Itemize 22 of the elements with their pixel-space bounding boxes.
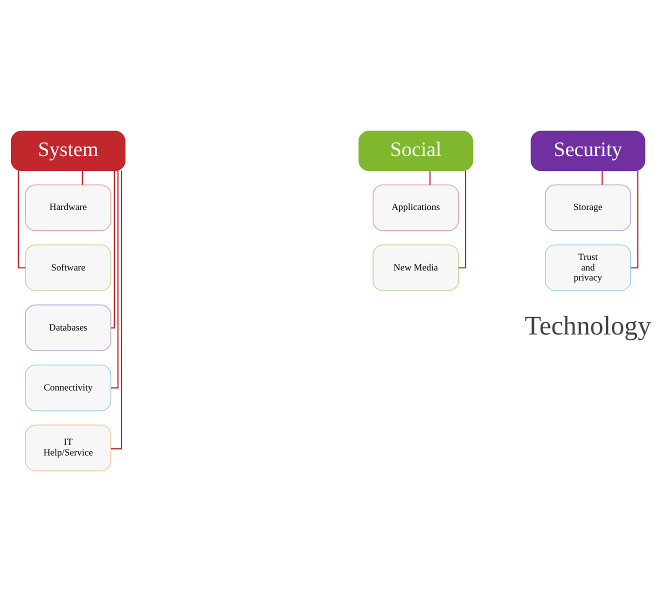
connector (110, 170, 122, 449)
connector (630, 170, 638, 268)
node-box: Social (358, 130, 474, 171)
connector (458, 170, 466, 268)
label: Technology (524, 310, 652, 340)
node-box: Storage (544, 184, 632, 231)
node-box: Applications (372, 184, 459, 231)
node-box: System (10, 130, 126, 171)
connector (82, 170, 83, 184)
node-box: Security (530, 130, 646, 171)
connector (602, 170, 603, 184)
node-box: Databases (25, 304, 112, 351)
node-box: Hardware (25, 184, 112, 231)
node-box: New Media (372, 244, 459, 291)
node-box: Software (25, 244, 112, 291)
connector (18, 170, 26, 268)
connector (111, 170, 115, 328)
node-box: IT Help/Service (25, 424, 112, 471)
node-box: Connectivity (25, 364, 112, 411)
connector (111, 170, 119, 388)
node-box: Trust and privacy (544, 244, 632, 291)
connector (429, 170, 431, 184)
